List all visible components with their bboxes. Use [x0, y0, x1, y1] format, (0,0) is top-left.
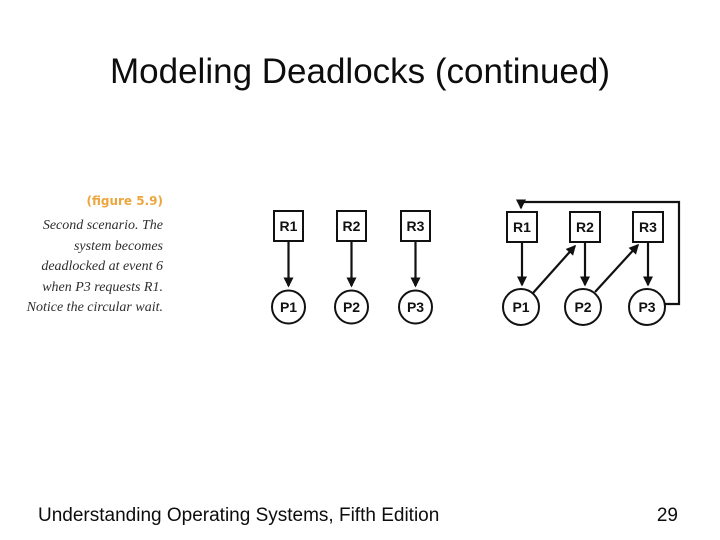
resource-node-label: R3: [639, 219, 657, 235]
caption-line: Notice the circular wait.: [26, 300, 163, 315]
process-node-p2: [564, 288, 602, 326]
process-node-label: P2: [343, 299, 360, 315]
process-node-label: P3: [407, 299, 424, 315]
resource-graph-before-deadlock: R1 R2 R3 P1 P2 P3: [271, 210, 433, 325]
resource-node-r1: [506, 211, 538, 243]
resource-node-r3: [632, 211, 664, 243]
resource-node-label: R2: [576, 219, 594, 235]
process-node-p1: [502, 288, 540, 326]
slide-footer: Understanding Operating Systems, Fifth E…: [38, 505, 678, 527]
slide-title: Modeling Deadlocks (continued): [110, 52, 610, 91]
footer-page-number: 29: [656, 505, 678, 526]
resource-node-label: R3: [407, 218, 425, 234]
resource-node-label: R1: [513, 219, 531, 235]
process-node-label: P1: [280, 299, 297, 315]
request-arrow-p1-r2: [532, 244, 576, 294]
caption-line: when P3 requests R1.: [42, 279, 163, 295]
resource-node-label: R1: [280, 218, 298, 234]
caption-line: system becomes: [73, 238, 163, 254]
resource-node-r2: [569, 211, 601, 243]
request-arrow-p2-r3: [594, 243, 640, 293]
circular-wait-arrow-p3-r1: [516, 199, 681, 306]
footer-book-title: Understanding Operating Systems, Fifth E…: [38, 505, 440, 526]
resource-graph-deadlocked: R1 R2 R3 P1 P2 P3: [502, 199, 681, 326]
process-node-p2: [334, 289, 369, 325]
figure-label: (figure 5.9): [86, 194, 164, 208]
caption-line: Second scenario. The: [42, 218, 163, 233]
resource-node-r1: [273, 210, 304, 242]
process-node-label: P3: [638, 299, 655, 315]
process-node-p1: [271, 289, 306, 325]
process-node-label: P1: [512, 299, 529, 315]
process-node-p3: [398, 289, 433, 325]
process-node-label: P2: [574, 299, 591, 315]
resource-node-r3: [400, 210, 431, 242]
caption-line: deadlocked at event 6: [41, 259, 163, 274]
resource-node-label: R2: [343, 218, 361, 234]
figure-caption: (figure 5.9) Second scenario. The system…: [0, 194, 163, 319]
resource-node-r2: [336, 210, 367, 242]
process-node-p3: [628, 288, 666, 326]
